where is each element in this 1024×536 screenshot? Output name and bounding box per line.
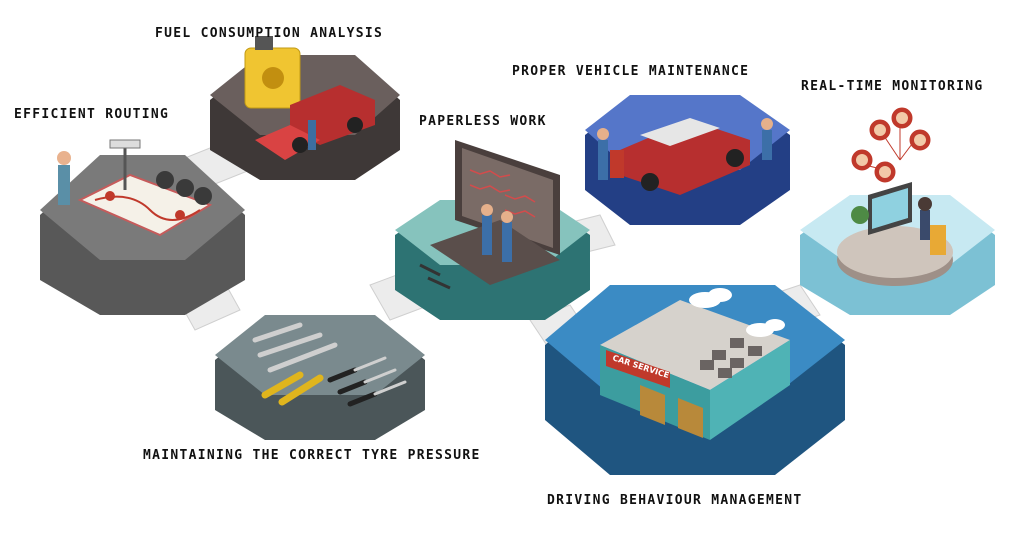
tyre-platform: [215, 315, 425, 440]
label-paperless-work: PAPERLESS WORK: [419, 114, 547, 129]
routing-platform: [40, 139, 245, 315]
paperless-platform: [395, 140, 590, 320]
label-tyre-pressure: MAINTAINING THE CORRECT TYRE PRESSURE: [143, 448, 481, 463]
fuel-platform: [210, 36, 400, 180]
monitoring-platform: [800, 107, 995, 315]
label-efficient-routing: EFFICIENT ROUTING: [14, 107, 170, 122]
maintenance-platform: [585, 95, 790, 225]
label-real-time-monitoring: REAL-TIME MONITORING: [801, 79, 984, 94]
avatar-network: [851, 107, 931, 183]
label-vehicle-maintenance: PROPER VEHICLE MAINTENANCE: [512, 64, 750, 79]
label-driving-behaviour: DRIVING BEHAVIOUR MANAGEMENT: [547, 493, 803, 508]
label-fuel-consumption: FUEL CONSUMPTION ANALYSIS: [155, 26, 384, 41]
driving-platform: CAR SERVICE: [545, 285, 845, 475]
